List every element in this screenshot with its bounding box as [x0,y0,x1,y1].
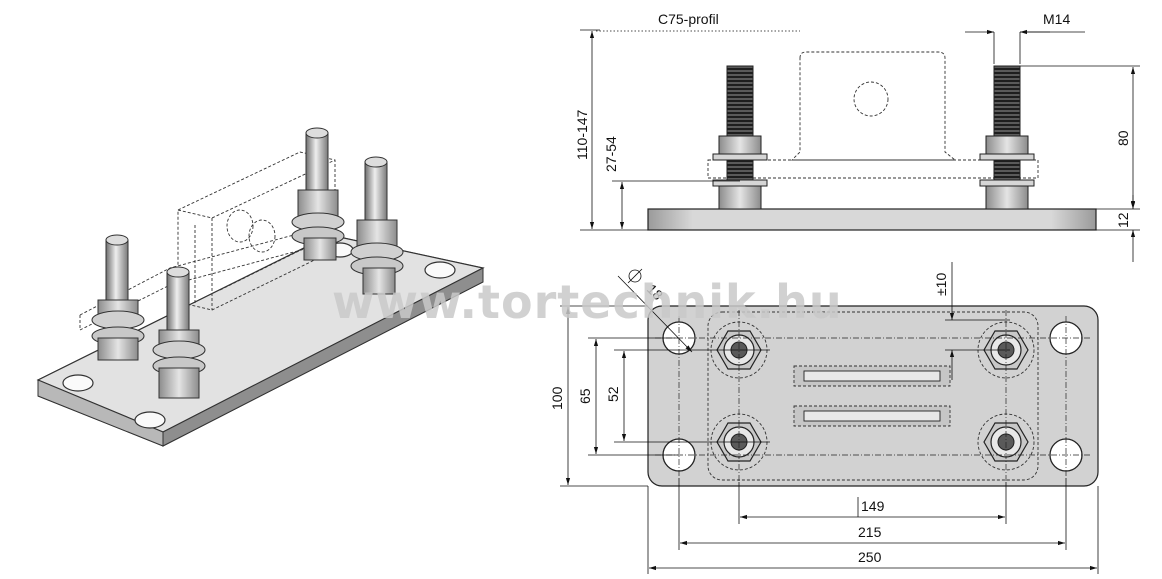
iso-bolt-back-left [291,127,345,261]
tolerance-10-label: ±10 [933,273,949,296]
top-view: 18 ±10 100 65 52 [549,262,1099,574]
isometric-view [36,127,485,447]
top-centerlines [655,310,1092,482]
diameter-icon [627,268,643,284]
dim-149: 149 [738,482,1007,524]
52-label: 52 [605,386,621,402]
top-profile-outline [707,311,1039,481]
top-slots [793,365,951,427]
side-c75-profile-outline [707,51,1039,179]
top-base-plate [647,305,1099,487]
215-label: 215 [858,524,882,540]
dim-250: 250 [647,486,1099,574]
side-bolt-right [979,65,1035,210]
110-147-label: 110-147 [574,109,590,160]
dim-215: 215 [678,478,1067,550]
iso-bolt-back-right [350,156,404,295]
side-bolt-left [712,65,768,210]
iso-plate-holes [62,242,456,429]
65-label: 65 [577,388,593,404]
iso-bolt-front-left [91,234,145,361]
side-view: C75-profil M14 110-147 27-54 [574,11,1140,262]
27-54-label: 27-54 [603,136,619,172]
dim-80: 80 [1020,65,1140,210]
80-label: 80 [1115,130,1131,146]
dim-m14: M14 [965,11,1085,64]
dim-12: 12 [1096,195,1140,262]
watermark: www.tortechnik.hu [332,275,843,329]
c75-profil-label: C75-profil [658,11,719,27]
100-label: 100 [549,386,565,410]
dim-100: 100 [549,305,648,487]
dim-52: 52 [605,349,770,443]
iso-bolt-front-right [152,266,206,399]
dim-c75-profil: C75-profil [596,11,800,32]
12-label: 12 [1115,212,1131,228]
m14-label: M14 [1043,11,1070,27]
149-label: 149 [861,498,885,514]
side-base-plate [647,208,1097,231]
dim-110-147: 110-147 [574,29,648,231]
dim-tolerance-10: ±10 [933,262,1010,380]
250-label: 250 [858,549,882,565]
dim-27-54: 27-54 [603,136,740,229]
dim-65: 65 [577,337,679,456]
